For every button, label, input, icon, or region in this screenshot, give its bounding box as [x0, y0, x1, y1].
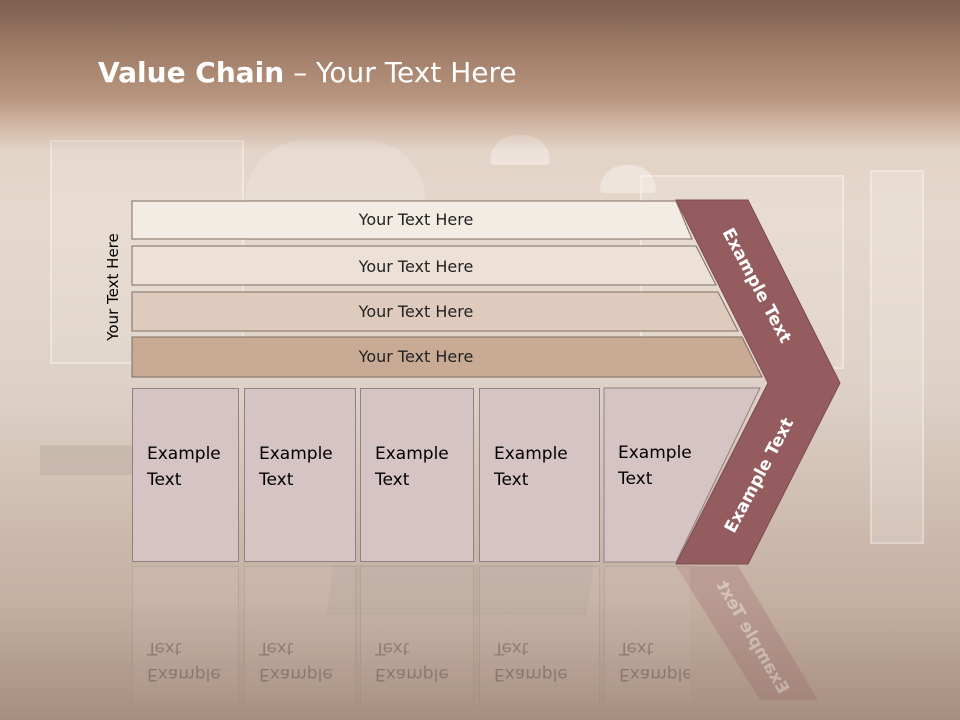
background-range-hood [245, 140, 425, 200]
slide-title: Value Chain – Your Text Here [98, 56, 517, 89]
value-chain-arrow [675, 199, 841, 565]
background-door [870, 170, 924, 544]
support-box-label: Example Text [375, 444, 449, 490]
activity-bar-label: Your Text Here [358, 302, 474, 321]
support-box-text-area: Example Text [604, 388, 692, 562]
title-bold: Value Chain [98, 56, 285, 89]
box-reflection: Example Text [479, 566, 600, 706]
activity-bar [131, 336, 763, 378]
support-box: Example Text [479, 388, 600, 562]
box-reflection-label: Example Text [375, 638, 449, 684]
activity-bar-label: Your Text Here [358, 257, 474, 276]
box-reflection: Example Text [360, 566, 474, 706]
box-reflection-inner: Example Text [132, 566, 239, 706]
box-reflection: Example Text [132, 566, 239, 706]
support-box-label: Example Text [618, 443, 692, 489]
support-box [603, 387, 761, 563]
title-rest: – Your Text Here [284, 56, 517, 89]
support-box: Example Text [132, 388, 239, 562]
activity-bar [131, 245, 717, 286]
support-box: Example Text [360, 388, 474, 562]
box-reflection-label: Example Text [259, 638, 333, 684]
box-reflection-inner: Example Text [604, 566, 690, 706]
box-reflection-inner: Example Text [360, 566, 474, 706]
box-reflection-inner: Example Text [244, 566, 356, 706]
activity-bar [131, 200, 693, 240]
title-banner [0, 0, 960, 150]
support-box: Example Text [244, 388, 356, 562]
background-pendant-lamp [600, 165, 656, 193]
support-box-label: Example Text [147, 444, 221, 490]
support-box-label: Example Text [259, 444, 333, 490]
background-floor [0, 600, 960, 720]
support-box-label: Example Text [494, 444, 568, 490]
box-reflection-label: Example Text [494, 638, 568, 684]
box-reflection: Example Text [244, 566, 356, 706]
box-reflection-inner: Example Text [479, 566, 600, 706]
activity-bar-label: Your Text Here [358, 210, 474, 229]
box-reflection-label: Example Text [619, 638, 690, 684]
activity-bar [131, 291, 739, 332]
box-reflection-label: Example Text [147, 638, 221, 684]
activity-bar-label: Your Text Here [358, 347, 474, 366]
arrow-reflection: Example Text [676, 566, 818, 700]
box-reflection: Example Text [604, 566, 690, 706]
